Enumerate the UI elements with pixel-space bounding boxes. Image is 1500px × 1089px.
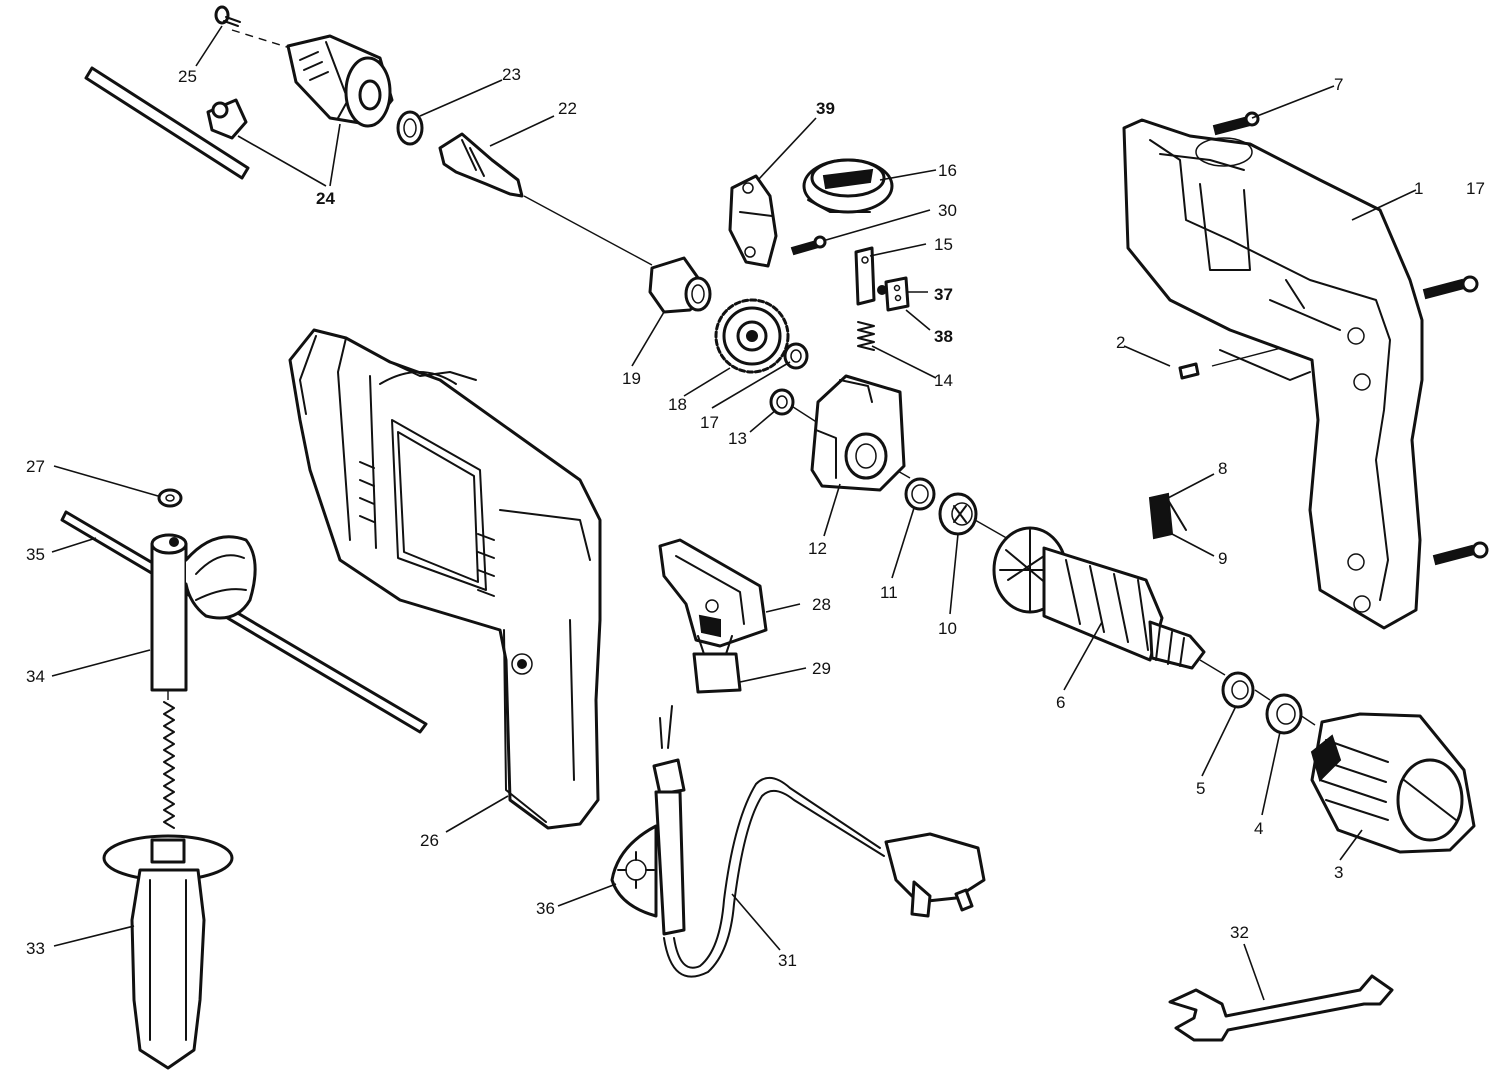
part-gear-housing-12 xyxy=(810,374,906,492)
callout-29: 29 xyxy=(812,659,831,678)
callout-13: 13 xyxy=(728,429,747,448)
part-cord-guard-36 xyxy=(610,824,658,918)
callout-17-left: 17 xyxy=(700,413,719,432)
callout-32: 32 xyxy=(1230,923,1249,942)
part-gear-18 xyxy=(714,298,790,374)
part-spindle-22 xyxy=(438,132,524,198)
part-bearing-10 xyxy=(938,492,978,536)
callout-7: 7 xyxy=(1334,75,1343,94)
part-clip-37-38 xyxy=(877,276,910,312)
part-bracket-39 xyxy=(728,174,778,268)
callout-18: 18 xyxy=(668,395,687,414)
callout-38: 38 xyxy=(934,327,953,346)
callout-30: 30 xyxy=(938,201,957,220)
callout-37: 37 xyxy=(934,285,953,304)
part-side-clamp-34 xyxy=(150,533,257,692)
part-ring-11 xyxy=(904,477,936,511)
part-ring-23 xyxy=(396,110,424,146)
part-drill-housing-26 xyxy=(288,328,602,830)
callout-5: 5 xyxy=(1196,779,1205,798)
callout-9: 9 xyxy=(1218,549,1227,568)
part-screw-25 xyxy=(214,5,241,27)
callout-8: 8 xyxy=(1218,459,1227,478)
part-plate-15 xyxy=(854,246,876,306)
callout-2: 2 xyxy=(1116,333,1125,352)
part-washer-17 xyxy=(783,342,809,370)
part-capacitor-29 xyxy=(692,635,742,694)
part-pin-2 xyxy=(1178,362,1200,380)
part-bearing-5 xyxy=(1221,671,1255,709)
callout-14: 14 xyxy=(934,371,953,390)
callout-4: 4 xyxy=(1254,819,1263,838)
callout-23: 23 xyxy=(502,65,521,84)
part-power-cord-31 xyxy=(652,705,986,978)
callout-15: 15 xyxy=(934,235,953,254)
part-bushing-19 xyxy=(648,256,712,314)
callout-31: 31 xyxy=(778,951,797,970)
callout-26: 26 xyxy=(420,831,439,850)
part-selector-knob-16 xyxy=(802,158,894,214)
part-wrench-32 xyxy=(1168,974,1394,1042)
callout-11: 11 xyxy=(880,583,898,602)
callout-3: 3 xyxy=(1334,863,1343,882)
part-nut-27 xyxy=(157,488,183,508)
part-drill-chuck xyxy=(286,34,394,128)
callout-33: 33 xyxy=(26,939,45,958)
part-brush-8-9 xyxy=(1148,492,1187,540)
part-armature-6 xyxy=(992,526,1206,670)
callout-10: 10 xyxy=(938,619,957,638)
part-chuck-key-24 xyxy=(84,66,250,180)
callout-labels: 1 2 3 4 5 6 7 8 9 10 11 12 13 14 15 16 1… xyxy=(26,65,1485,970)
callout-28: 28 xyxy=(812,595,831,614)
part-side-handle-33 xyxy=(102,701,234,1070)
part-spring-14 xyxy=(857,321,875,351)
callout-22: 22 xyxy=(558,99,577,118)
part-screw-lower-right xyxy=(1432,541,1489,566)
callout-1: 1 xyxy=(1414,179,1423,198)
callout-35: 35 xyxy=(26,545,45,564)
part-screw-17-right xyxy=(1422,275,1479,300)
part-screw-30 xyxy=(790,235,827,256)
leader-lines xyxy=(51,25,1417,1001)
callout-36: 36 xyxy=(536,899,555,918)
part-stator-3 xyxy=(1310,712,1476,854)
callout-6: 6 xyxy=(1056,693,1065,712)
callout-16: 16 xyxy=(938,161,957,180)
callout-39: 39 xyxy=(816,99,835,118)
part-housing-half-1 xyxy=(1122,118,1424,630)
callout-24: 24 xyxy=(316,189,335,208)
callout-25: 25 xyxy=(178,67,197,86)
part-bearing-4 xyxy=(1265,693,1303,735)
part-switch-28 xyxy=(658,538,768,648)
callout-17-right: 17 xyxy=(1466,179,1485,198)
part-screw-7 xyxy=(1212,111,1260,136)
callout-19: 19 xyxy=(622,369,641,388)
callout-27: 27 xyxy=(26,457,45,476)
callout-34: 34 xyxy=(26,667,45,686)
callout-12: 12 xyxy=(808,539,827,558)
part-nut-13 xyxy=(769,388,795,416)
